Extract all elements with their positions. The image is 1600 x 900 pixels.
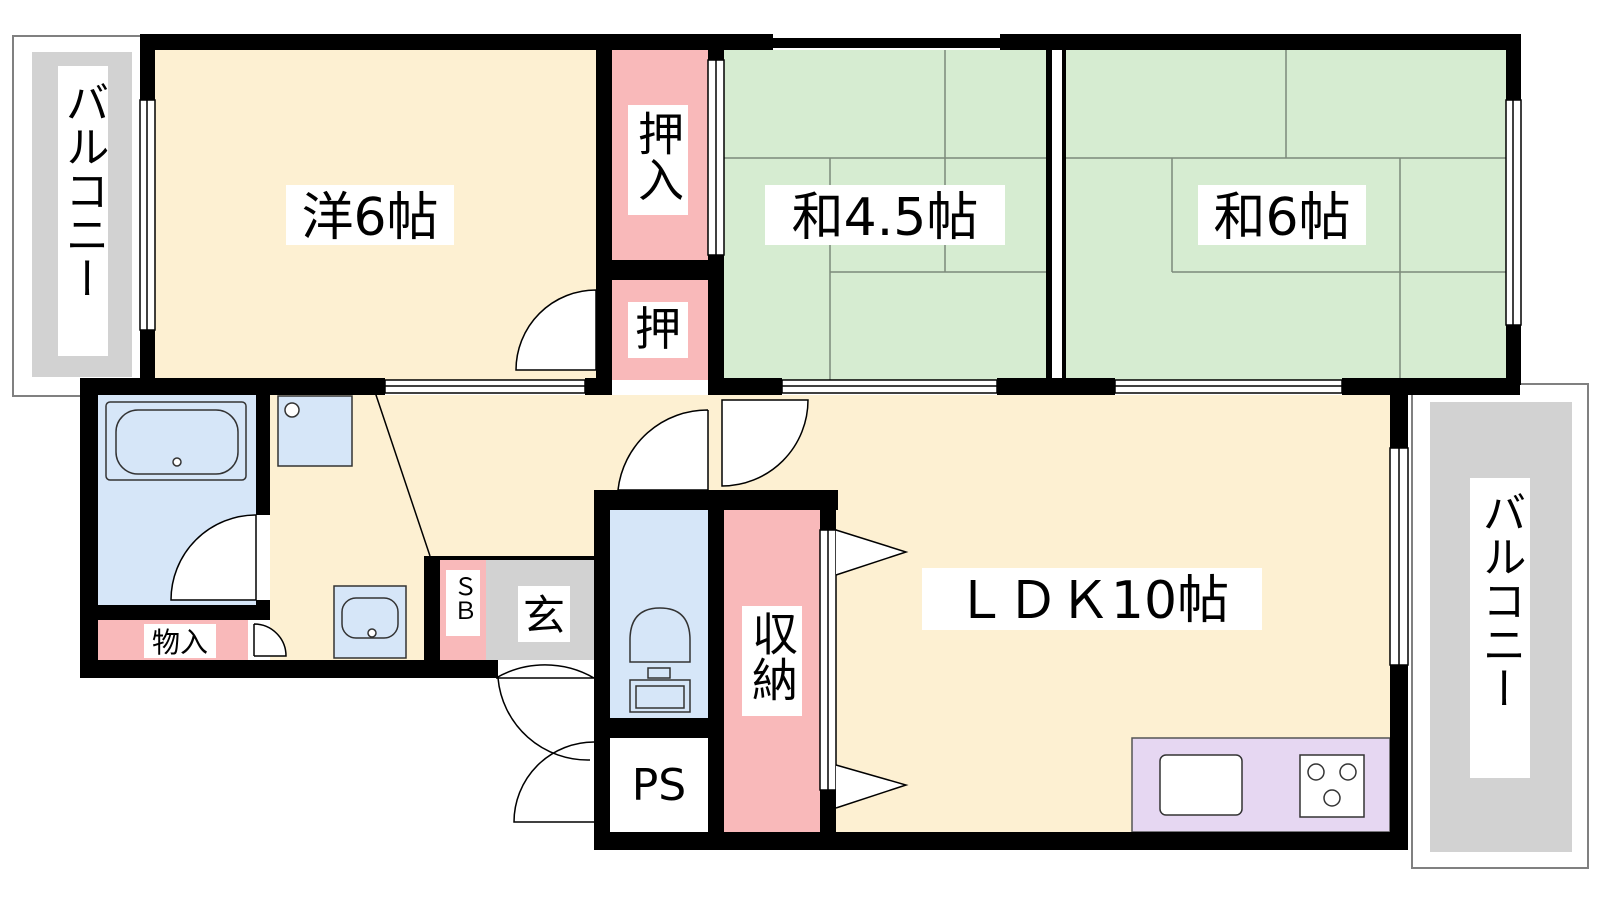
- pipe-space-floor: [610, 738, 708, 832]
- doors: [170, 289, 909, 823]
- closet-lower-label: 押: [635, 302, 681, 356]
- balcony-right: バルコニー: [1411, 383, 1589, 869]
- storage-small-label: 物入: [152, 626, 208, 659]
- corridor-wall-stub: [430, 556, 594, 560]
- corridor-line: [374, 391, 431, 557]
- ldk-floor: [720, 395, 1392, 495]
- ldk-label: ＬＤＫ10帖: [955, 571, 1229, 631]
- pipe-space-label: PS: [632, 760, 686, 811]
- balcony-left: バルコニー: [12, 35, 146, 397]
- japanese-room-6-label: 和6帖: [1213, 188, 1350, 248]
- washer-icon: [277, 395, 353, 467]
- western-room-label: 洋6帖: [301, 188, 438, 248]
- windows: [139, 59, 1522, 666]
- bathtub-icon: [105, 401, 247, 481]
- balcony-left-label: バルコニー: [58, 80, 109, 300]
- balcony-right-label: バルコニー: [1475, 490, 1526, 710]
- walls: [80, 34, 1521, 850]
- japanese-room-45-label: 和4.5帖: [792, 188, 979, 248]
- sink-icon: [333, 585, 407, 659]
- storage-label: 収納: [745, 610, 799, 702]
- entrance-label: 玄: [523, 591, 565, 640]
- closet-upper-label: 押入: [631, 110, 685, 202]
- stove-icon: [1159, 754, 1365, 818]
- shoe-box-label: ＳＢ: [449, 574, 477, 622]
- toilet-icon: [629, 607, 691, 713]
